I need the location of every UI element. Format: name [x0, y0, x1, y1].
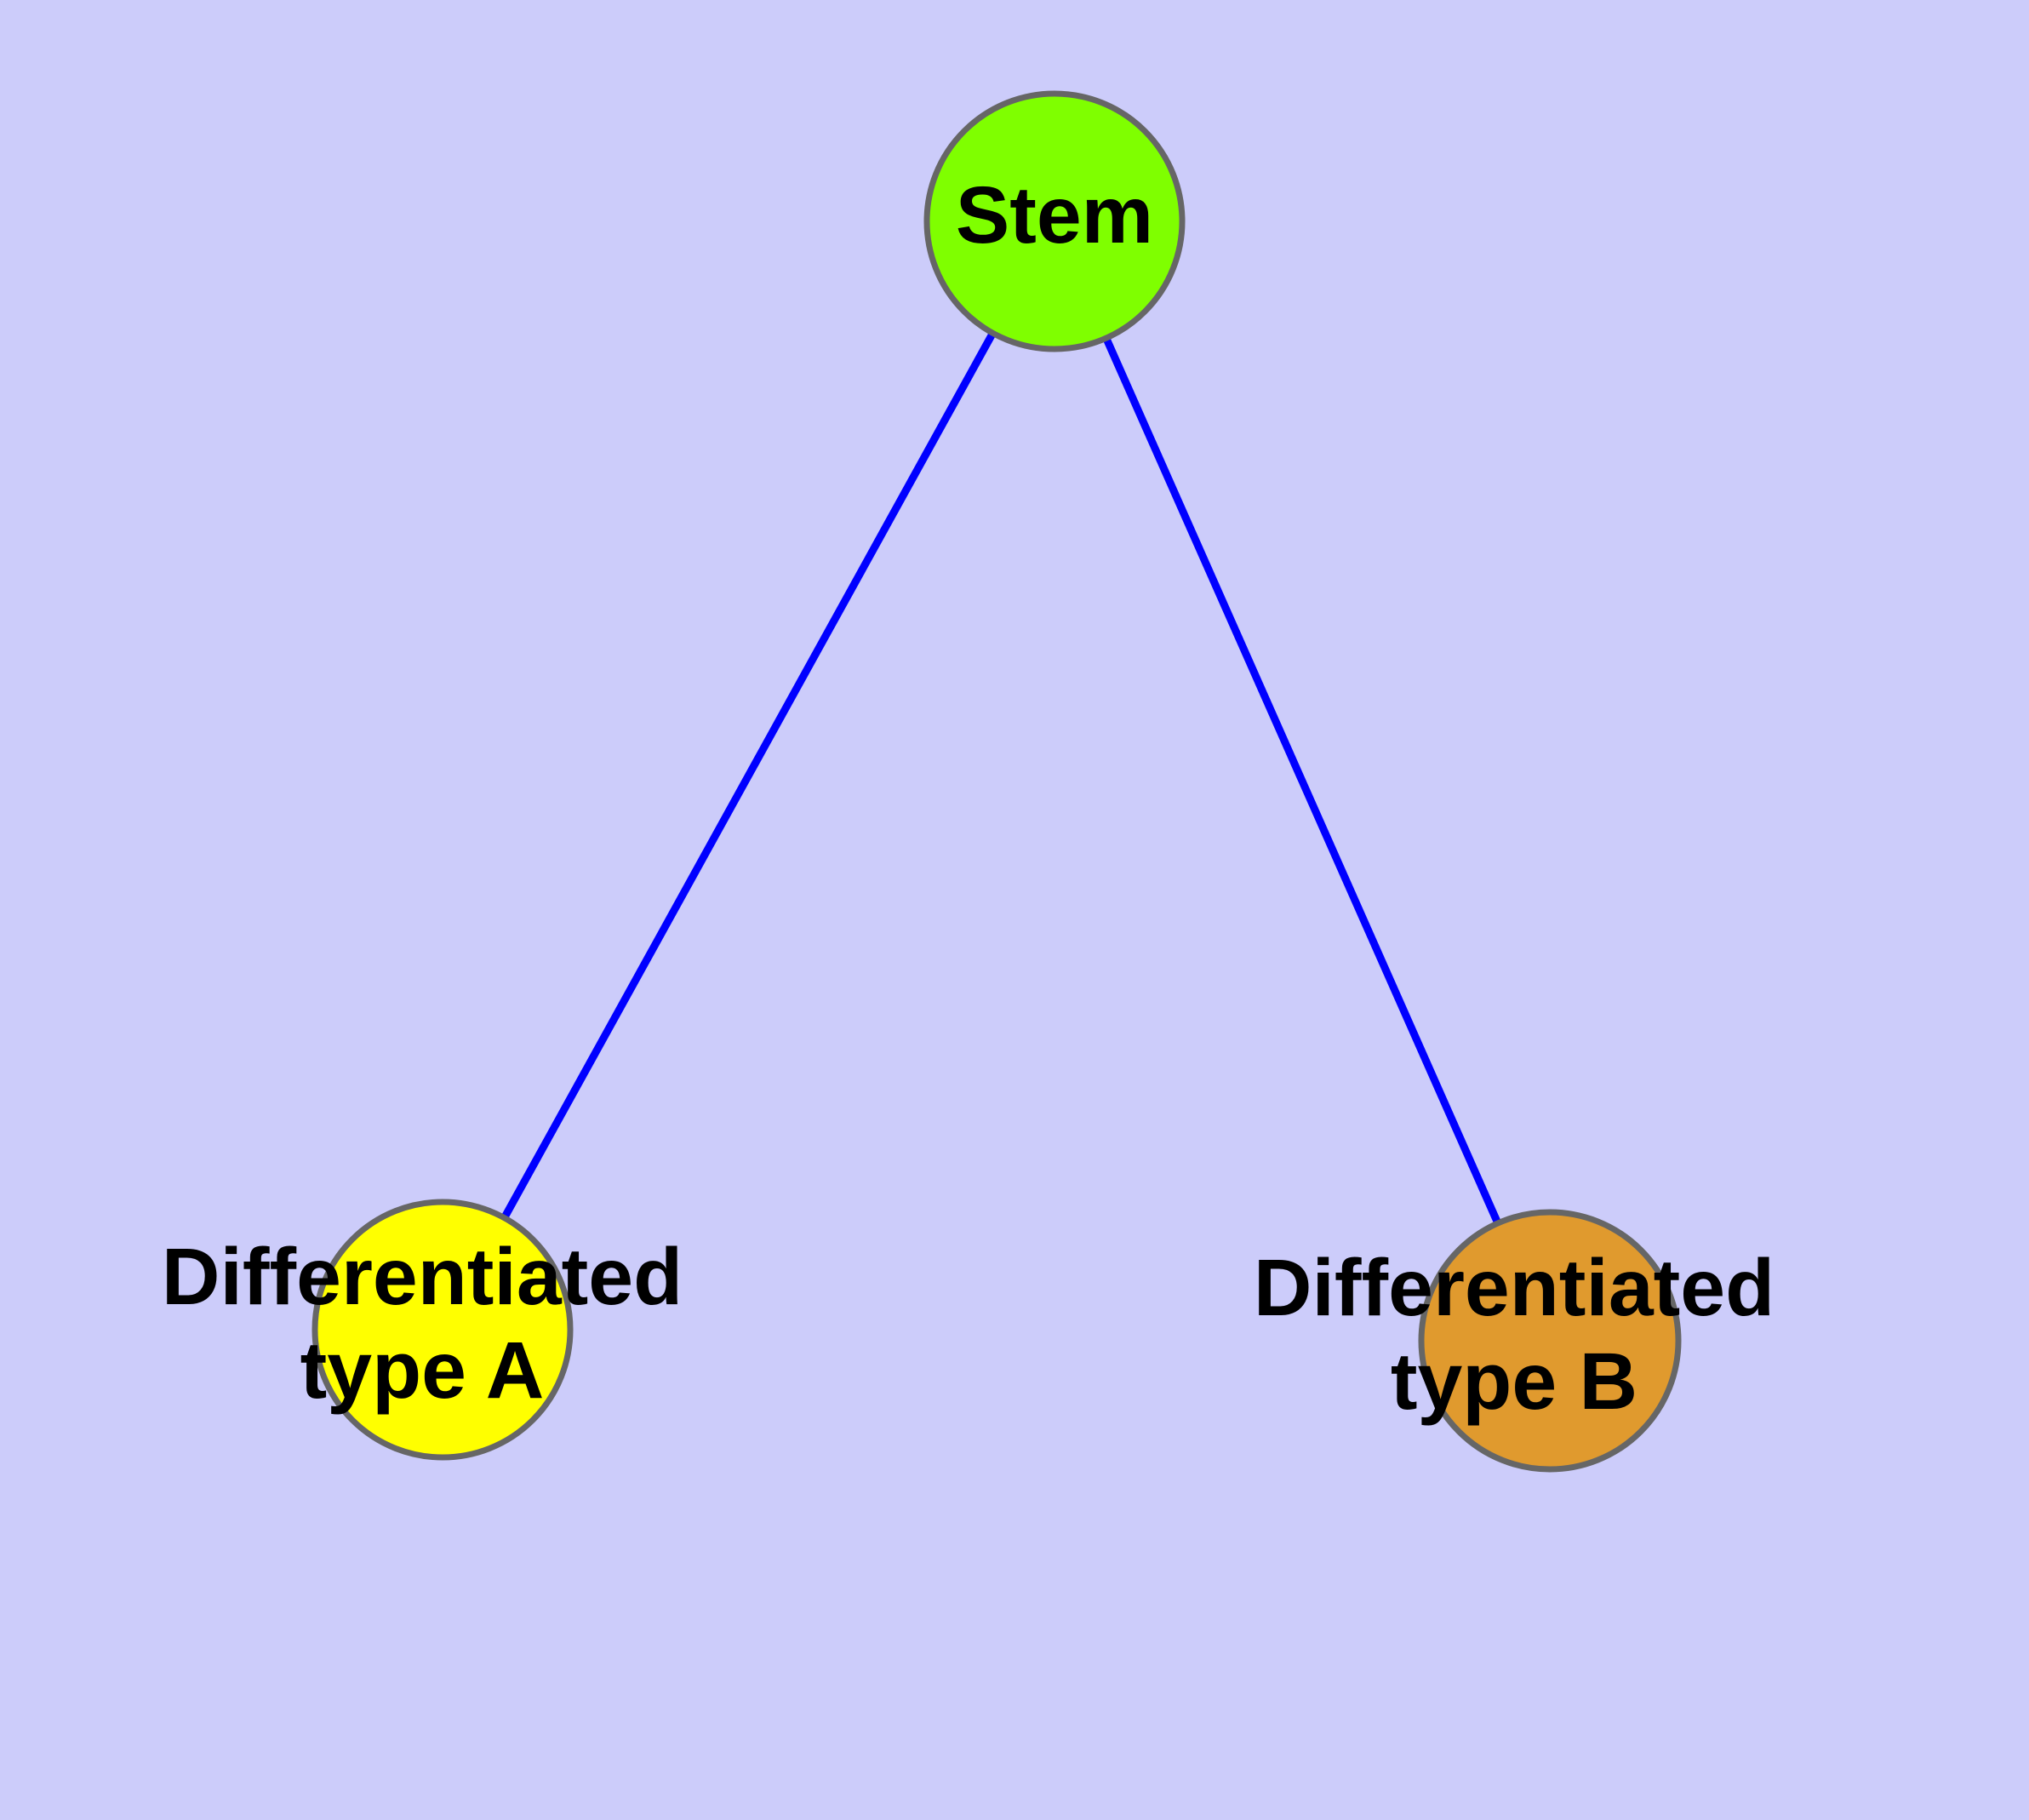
node-stem[interactable]: Stem [923, 90, 1186, 352]
node-label-line: Stem [956, 170, 1153, 260]
edge-stem-to-differentiated-type-a[interactable] [495, 322, 1002, 1229]
node-stem-label: Stem [956, 170, 1153, 260]
node-label-line: type B [1391, 1336, 1637, 1427]
node-differentiated-type-a-circle[interactable] [311, 1199, 574, 1461]
node-stem-circle[interactable] [923, 90, 1186, 352]
edges-layer [495, 322, 1506, 1234]
node-label-line: Differentiated [1254, 1243, 1775, 1333]
edge-stem-to-differentiated-type-b[interactable] [1098, 327, 1506, 1234]
node-label-line: Differentiated [162, 1232, 683, 1322]
node-label-line: type A [300, 1325, 545, 1416]
node-differentiated-type-b-circle[interactable] [1418, 1209, 1682, 1473]
